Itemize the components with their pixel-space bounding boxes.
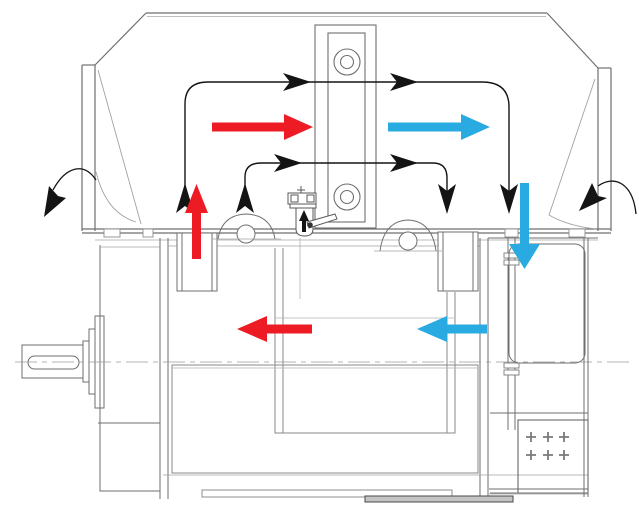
valve-top-cross	[297, 186, 305, 193]
left-end-shield	[98, 238, 169, 499]
blue-right-arrow	[388, 114, 490, 140]
internal-flow-loop	[184, 81, 510, 205]
inner-loop-line	[244, 162, 448, 198]
right-chamfer	[546, 12, 599, 69]
flow-arrow-down-2	[500, 184, 518, 214]
cold-air-channel-panel	[508, 243, 586, 364]
terminal-plus-marks	[526, 432, 569, 460]
blue-down-arrow	[509, 183, 540, 269]
base	[163, 474, 588, 503]
left-ambient-curve	[52, 168, 97, 191]
terminal-box	[517, 419, 589, 494]
red-right-arrow	[212, 114, 313, 140]
right-ambient-arrowhead	[579, 183, 607, 211]
pipe-clamps	[503, 252, 520, 376]
right-deflector	[548, 78, 596, 216]
blue-left-arrow	[417, 316, 487, 342]
right-air-duct	[437, 231, 479, 292]
heat-exchanger-core	[314, 24, 377, 229]
flow-arrow-up-2	[236, 183, 254, 213]
grease-valve	[287, 186, 338, 299]
flow-arrow-right-3	[274, 154, 302, 172]
outer-loop-line	[184, 81, 510, 205]
ambient-air-arrows	[44, 168, 637, 217]
flow-arrowheads	[176, 73, 518, 214]
flow-arrow-right-2	[390, 73, 418, 91]
left-ambient-arrowhead	[44, 186, 66, 217]
base-rail	[364, 495, 514, 503]
cooler-housing	[81, 12, 612, 241]
right-section	[488, 237, 598, 497]
left-lifting-lug	[212, 213, 281, 244]
blue-arrows	[388, 114, 540, 342]
left-deflector	[97, 69, 142, 225]
stator-rotor-core	[171, 248, 479, 474]
right-ambient-curve	[597, 180, 637, 215]
red-left-arrow	[237, 316, 312, 342]
flow-arrow-right-4	[390, 154, 418, 172]
right-lifting-lug	[374, 219, 442, 252]
left-chamfer	[94, 12, 147, 66]
flow-arrow-right-1	[283, 73, 311, 91]
bottom-fan-hub	[333, 183, 361, 211]
motor-body	[15, 213, 634, 503]
valve-flow-mark	[299, 210, 309, 232]
top-fan-hub	[333, 48, 361, 76]
red-up-arrow	[185, 184, 208, 259]
red-arrows	[185, 114, 313, 342]
flow-arrow-down-1	[438, 184, 456, 214]
